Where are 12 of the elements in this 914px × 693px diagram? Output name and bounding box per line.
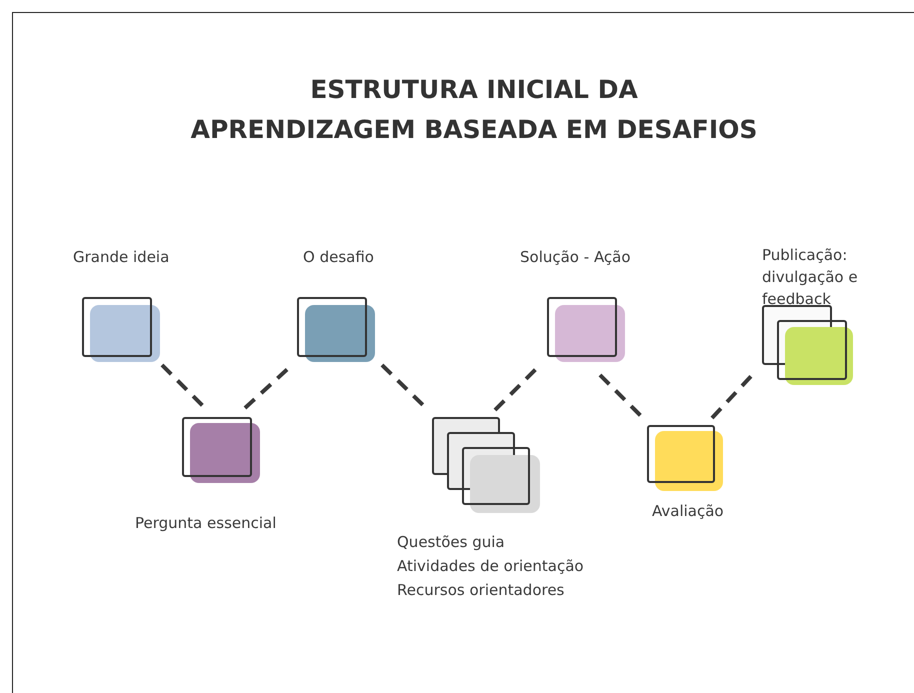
step-label: Questões guia: [397, 532, 506, 553]
step-label: Publicação: divulgação e feedback: [762, 245, 859, 310]
dashed-connector: [598, 374, 644, 420]
step-label: Recursos orientadores: [397, 580, 566, 601]
step-label: O desafio: [303, 247, 375, 268]
step-label: Pergunta essencial: [135, 513, 278, 534]
diagram-title: ESTRUTURA INICIAL DA APRENDIZAGEM BASEADA EM DESAFIOS: [190, 74, 758, 146]
step-label: Grande ideia: [73, 247, 170, 268]
step-label: Atividades de orientação: [397, 556, 585, 577]
step-label: Avaliação: [652, 501, 725, 522]
step-label: Solução - Ação: [520, 247, 632, 268]
dashed-connector: [160, 364, 206, 410]
